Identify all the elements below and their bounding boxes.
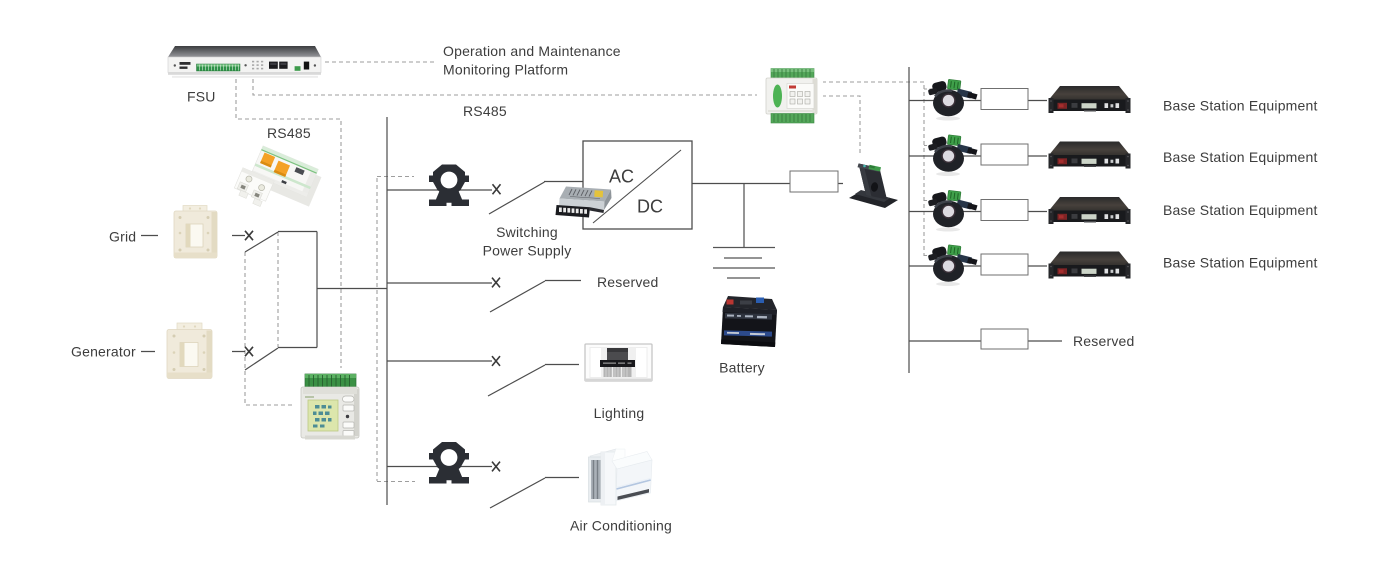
svg-text:Power Supply: Power Supply bbox=[483, 243, 572, 259]
svg-text:Switching: Switching bbox=[496, 224, 558, 240]
svg-text:Base Station Equipment: Base Station Equipment bbox=[1163, 202, 1318, 218]
svg-text:Battery: Battery bbox=[719, 360, 765, 376]
svg-text:Operation and Maintenance: Operation and Maintenance bbox=[443, 43, 621, 59]
svg-text:Lighting: Lighting bbox=[594, 405, 645, 421]
svg-text:Reserved: Reserved bbox=[1073, 333, 1135, 349]
svg-text:RS485: RS485 bbox=[463, 103, 507, 119]
svg-text:Monitoring Platform: Monitoring Platform bbox=[443, 62, 568, 78]
svg-text:Base Station Equipment: Base Station Equipment bbox=[1163, 149, 1318, 165]
svg-text:Grid: Grid bbox=[109, 229, 136, 245]
svg-text:Air Conditioning: Air Conditioning bbox=[570, 518, 672, 534]
svg-text:Base Station Equipment: Base Station Equipment bbox=[1163, 98, 1318, 114]
svg-text:Base Station Equipment: Base Station Equipment bbox=[1163, 255, 1318, 271]
svg-text:DC: DC bbox=[637, 197, 663, 217]
svg-text:FSU: FSU bbox=[187, 89, 216, 105]
svg-text:AC: AC bbox=[609, 167, 634, 187]
svg-text:Generator: Generator bbox=[71, 344, 136, 360]
svg-text:Reserved: Reserved bbox=[597, 274, 659, 290]
svg-text:RS485: RS485 bbox=[267, 125, 311, 141]
